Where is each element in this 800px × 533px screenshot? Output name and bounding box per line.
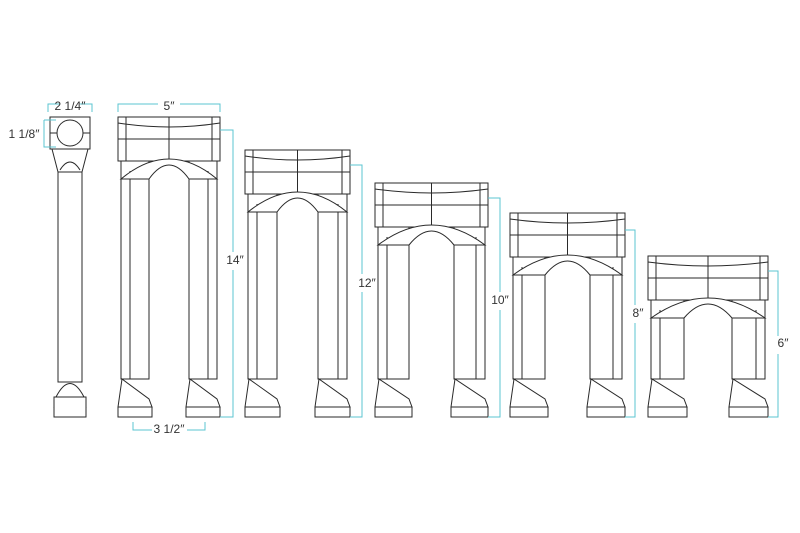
height-dim-10 xyxy=(488,197,501,418)
side-width-label: 2 1/4″ xyxy=(55,99,87,113)
right-foot-2 xyxy=(450,378,489,408)
right-foot-base-1 xyxy=(314,406,351,418)
right-foot-base-4 xyxy=(728,406,769,418)
right-foot-0 xyxy=(185,378,221,408)
height-dim-6 xyxy=(768,270,779,418)
side-neck xyxy=(51,148,89,173)
side-clamp-bore xyxy=(56,119,84,147)
left-leg-0 xyxy=(120,160,150,380)
side-width-dim xyxy=(47,103,93,112)
left-foot-2 xyxy=(374,378,413,408)
left-foot-base-3 xyxy=(509,406,549,418)
top-width-dim xyxy=(117,103,221,112)
right-foot-4 xyxy=(728,378,769,408)
height-dim-14 xyxy=(220,129,234,418)
arch-3 xyxy=(511,254,624,276)
left-leg-2 xyxy=(377,226,410,380)
right-foot-base-0 xyxy=(185,406,221,418)
height-dim-8 xyxy=(625,229,636,418)
left-foot-base-4 xyxy=(647,406,688,418)
left-foot-base-0 xyxy=(117,406,153,418)
right-foot-3 xyxy=(586,378,626,408)
arch-4 xyxy=(649,297,767,319)
height-label-8: 8″ xyxy=(633,306,645,320)
left-leg-3 xyxy=(512,256,546,380)
height-label-10: 10″ xyxy=(491,293,509,307)
height-dim-12 xyxy=(350,164,363,418)
clamp-diameter-label: 1 1/8″ xyxy=(9,127,41,141)
left-foot-4 xyxy=(647,378,688,408)
clamp-dim xyxy=(43,119,56,148)
arch-1 xyxy=(246,191,349,213)
top-width-label: 5″ xyxy=(164,99,176,113)
height-label-6: 6″ xyxy=(778,336,790,350)
left-foot-1 xyxy=(244,378,281,408)
height-label-14: 14″ xyxy=(226,253,244,267)
left-foot-base-2 xyxy=(374,406,413,418)
left-leg-1 xyxy=(247,193,278,380)
right-leg-0 xyxy=(188,160,218,380)
side-neck-contour xyxy=(59,161,81,171)
right-leg-1 xyxy=(317,193,348,380)
right-leg-2 xyxy=(453,226,486,380)
side-foot-base xyxy=(53,396,87,418)
side-shaft xyxy=(57,171,83,383)
left-foot-0 xyxy=(117,378,153,408)
right-foot-1 xyxy=(314,378,351,408)
arch-0 xyxy=(119,158,219,180)
arch-2 xyxy=(376,224,487,246)
right-leg-3 xyxy=(589,256,623,380)
leg-spacing-label: 3 1/2″ xyxy=(154,422,186,436)
height-label-12: 12″ xyxy=(358,276,376,290)
leg-spacing-dim xyxy=(132,422,206,431)
left-foot-base-1 xyxy=(244,406,281,418)
right-foot-base-3 xyxy=(586,406,626,418)
right-foot-base-2 xyxy=(450,406,489,418)
left-foot-3 xyxy=(509,378,549,408)
